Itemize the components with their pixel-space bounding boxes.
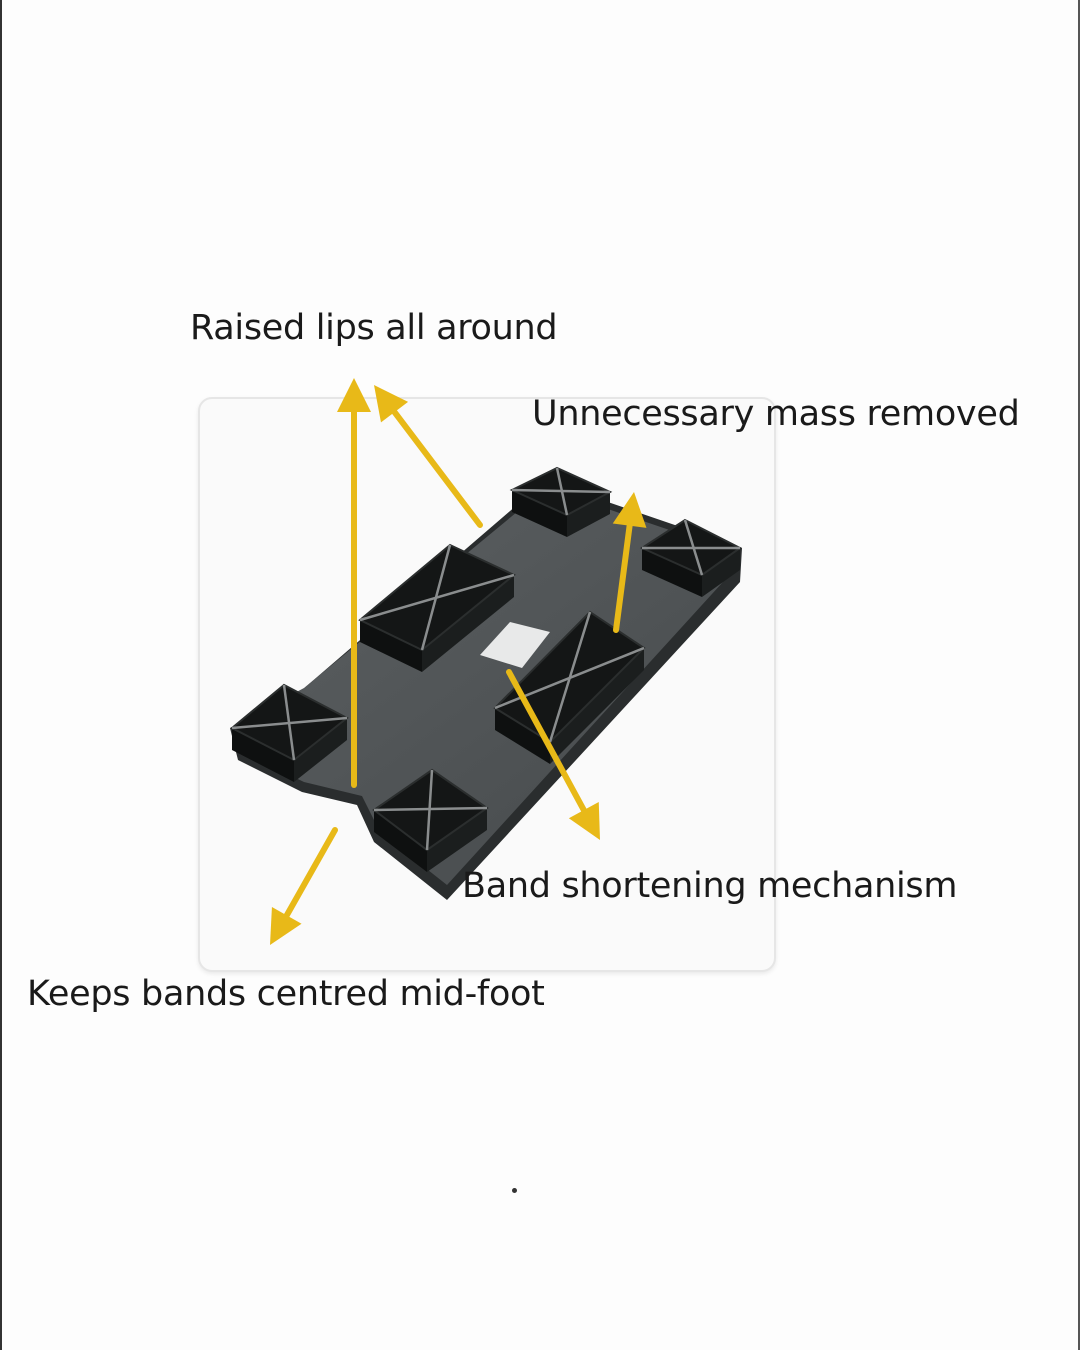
raised-block <box>639 518 742 597</box>
callout-arrow <box>612 492 647 633</box>
callout-arrow <box>506 669 600 840</box>
raised-block <box>509 466 613 537</box>
callout-arrows <box>270 378 647 945</box>
callout-arrow <box>374 385 483 528</box>
raised-block <box>372 768 489 872</box>
raised-blocks <box>230 466 742 872</box>
label-band-shortening: Band shortening mechanism <box>462 866 958 906</box>
center-cutout <box>480 622 550 668</box>
foot-plate <box>230 500 742 900</box>
raised-block <box>358 543 516 672</box>
label-centred: Keeps bands centred mid-foot <box>27 974 545 1014</box>
speck <box>512 1188 517 1193</box>
label-mass-removed: Unnecessary mass removed <box>532 394 1020 434</box>
raised-block <box>230 683 349 782</box>
label-raised-lips: Raised lips all around <box>190 308 558 348</box>
callout-arrow <box>337 378 371 788</box>
callout-arrow <box>270 827 338 945</box>
